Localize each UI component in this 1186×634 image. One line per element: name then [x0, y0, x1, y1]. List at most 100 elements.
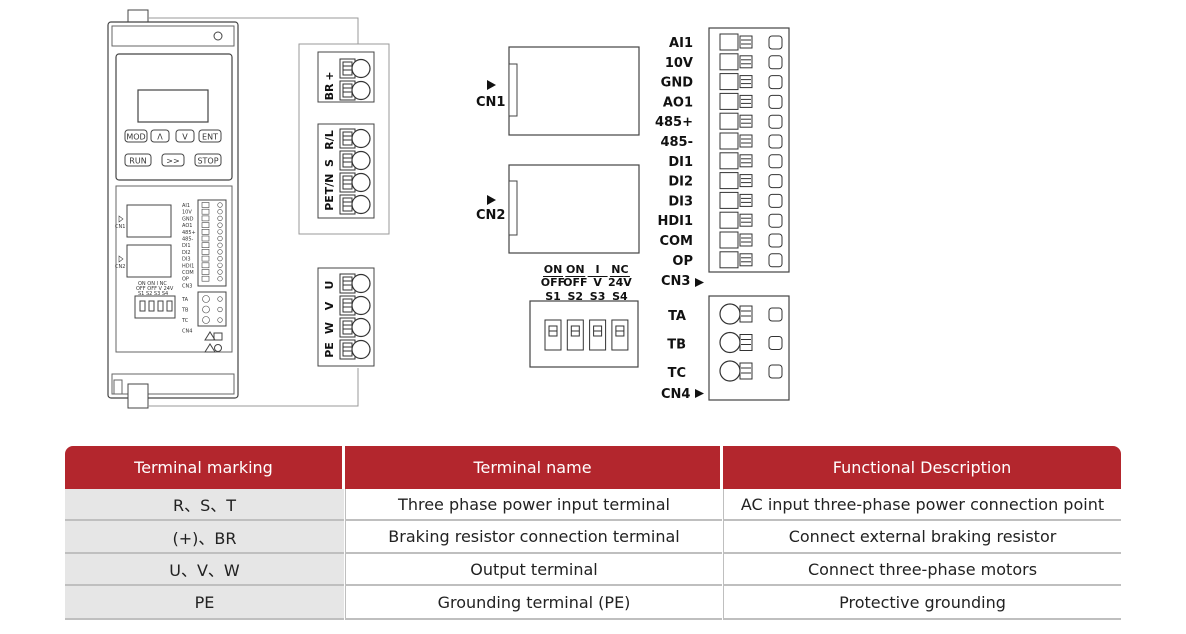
- row-4-marking: PE: [65, 586, 344, 620]
- cn3-pin-label: DI1: [668, 155, 693, 170]
- dip-switch-s4[interactable]: [611, 319, 629, 351]
- cn2-label: CN2: [476, 208, 505, 223]
- cn3-pin-9: [719, 191, 783, 209]
- dip-switch-s1[interactable]: [544, 319, 562, 351]
- cn3-pin-label: 485+: [655, 115, 693, 130]
- row-2-marking: (+)、BR: [65, 521, 344, 554]
- input-terminal-2: [339, 150, 371, 171]
- key-mod: MOD: [126, 133, 145, 142]
- keypad: MOD Λ V ENT RUN >> STOP: [124, 129, 222, 167]
- cn3-pin-label: OP: [672, 254, 693, 269]
- cn3-pin-label: GND: [661, 76, 694, 91]
- device-dip-row3: S1 S2 S3 S4: [138, 291, 168, 297]
- device-cn3-pin-label: CN3: [182, 283, 192, 289]
- cn3-pin-label: 485-: [660, 135, 693, 150]
- label-u: U: [323, 281, 336, 290]
- row-4-name: Grounding terminal (PE): [345, 586, 722, 620]
- device-cn4-pin-label: CN4: [182, 329, 192, 335]
- cn1-connector: CN1: [476, 46, 640, 136]
- cn3-pin-10: [719, 211, 783, 229]
- svg-text:ON: ON: [544, 263, 563, 276]
- power-terminal-panel: [298, 43, 390, 367]
- header-terminal-name: Terminal name: [345, 446, 720, 489]
- cn3-pin-7: [719, 152, 783, 170]
- device-cn3-pin-label: HDI1: [182, 263, 194, 269]
- label-s: S: [323, 159, 336, 167]
- cn3-pin-3: [719, 73, 783, 91]
- header-terminal-marking: Terminal marking: [65, 446, 342, 489]
- svg-text:S4: S4: [612, 290, 628, 303]
- row-3-description: Connect three-phase motors: [723, 554, 1121, 586]
- brake-terminal-1: [339, 58, 371, 79]
- device-cn3-pin-label: AI1: [182, 203, 190, 209]
- label-w: W: [323, 322, 336, 334]
- key-run: RUN: [129, 157, 146, 166]
- row-3-marking: U、V、W: [65, 554, 344, 586]
- row-1-marking: R、S、T: [65, 489, 344, 521]
- cn3-pin-4: [719, 92, 783, 110]
- row-2-name: Braking resistor connection terminal: [345, 521, 722, 554]
- device-connectors: CN1 CN2 ON ON I NC OFF OFF V 24V S1 S2 S…: [115, 204, 176, 319]
- cn3-pin-2: [719, 53, 783, 71]
- cn4-pin-label: TC: [668, 366, 686, 381]
- device-cn1-label: CN1: [115, 224, 125, 230]
- key-up: Λ: [157, 133, 163, 142]
- label-plus: +: [323, 71, 336, 80]
- svg-text:V: V: [593, 276, 602, 289]
- wiring-diagram: MOD Λ V ENT RUN >> STOP CN1 CN2 ON ON I …: [107, 9, 790, 409]
- dip-switch-s3[interactable]: [589, 319, 607, 351]
- cn4-label: CN4: [661, 387, 690, 402]
- svg-text:OFF: OFF: [563, 276, 587, 289]
- device-cn3-pin-label: 485+: [182, 230, 196, 236]
- cn2-connector: CN2: [476, 164, 640, 254]
- device-dip-row1: ON ON I NC: [138, 281, 167, 287]
- device-cn4-pin-label: TC: [181, 318, 189, 324]
- label-pe-in: PE: [323, 195, 336, 211]
- device-cn2-label: CN2: [115, 264, 125, 270]
- device-cn3-pin-label: DI3: [182, 257, 191, 263]
- key-down: V: [182, 133, 188, 142]
- cn3-pin-1: [719, 33, 783, 51]
- cn3-pin-label: 10V: [665, 56, 693, 71]
- device-cn3-strip: AI110VGNDAO1485+485-DI1DI2DI3HDI1COMOPCN…: [181, 199, 227, 335]
- cn3-label: CN3: [661, 274, 690, 289]
- output-labels: U V W PE: [323, 281, 336, 358]
- svg-text:NC: NC: [611, 263, 628, 276]
- brake-labels: + BR: [323, 71, 336, 100]
- label-rl: R/L: [323, 130, 336, 150]
- device-cn3-pin-label: COM: [182, 270, 194, 276]
- leader-lines: [148, 17, 359, 407]
- label-br: BR: [323, 83, 336, 100]
- device-cn3-pin-label: DI2: [182, 250, 191, 256]
- output-terminal-1: [339, 273, 371, 294]
- cn3-pin-8: [719, 172, 783, 190]
- input-terminal-4: [339, 194, 371, 215]
- device-cn3-pin-label: AO1: [182, 223, 192, 229]
- cn3-pin-12: [719, 251, 783, 269]
- cn4-pin-3: [719, 360, 783, 382]
- svg-text:24V: 24V: [608, 276, 632, 289]
- row-1-description: AC input three-phase power connection po…: [723, 489, 1121, 521]
- cn3-pin-label: HDI1: [657, 214, 693, 229]
- dip-switch-s2[interactable]: [566, 319, 584, 351]
- svg-text:S1: S1: [545, 290, 561, 303]
- device-dip-row2: OFF OFF V 24V: [136, 286, 174, 292]
- key-ent: ENT: [202, 133, 218, 142]
- svg-text:S3: S3: [590, 290, 606, 303]
- cn4-pin-label: TB: [667, 338, 686, 353]
- label-tn: T/N: [323, 174, 336, 195]
- cn4-pin-2: [719, 331, 783, 354]
- cn3-pin-5: [719, 112, 783, 130]
- output-terminal-3: [339, 317, 371, 338]
- cn3-pin-label: AO1: [663, 95, 693, 110]
- cn3-pin-label: DI3: [668, 194, 693, 209]
- device-cn4-pin-label: TA: [181, 297, 189, 303]
- brake-terminal-2: [339, 80, 371, 101]
- input-labels: R/L S T/N PE: [323, 130, 336, 211]
- row-1-name: Three phase power input terminal: [345, 489, 722, 521]
